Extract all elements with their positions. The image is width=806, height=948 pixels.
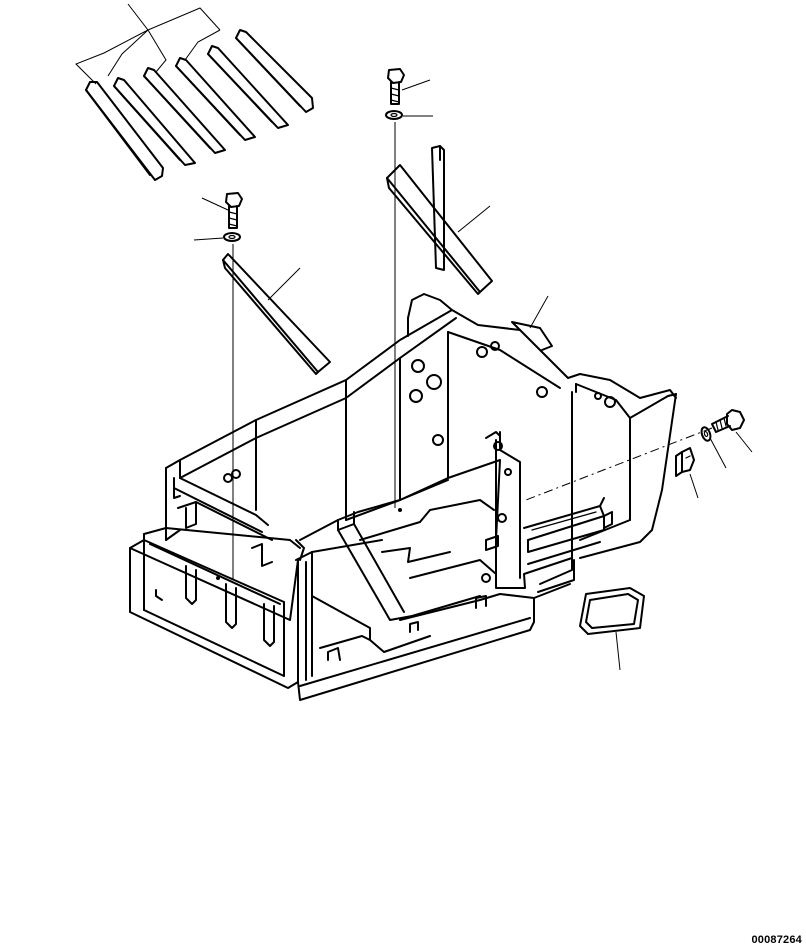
cover-plate-leaders: [75, 3, 221, 85]
drawing-id: 00087264: [751, 934, 802, 946]
bracket-left: [222, 253, 331, 375]
side-bolt-axis: [525, 427, 713, 501]
left-bolt-leader: [201, 197, 229, 211]
clip-leader: [689, 473, 699, 499]
side-washer-leader: [709, 437, 727, 469]
frame-leader: [529, 295, 549, 329]
bracket-right-leader: [457, 205, 491, 233]
side-bolt: [711, 409, 745, 433]
bracket-left-leader: [267, 267, 301, 301]
upper-bolt: [387, 68, 405, 105]
bracket-right: [386, 145, 493, 295]
cover-plate: [579, 587, 645, 635]
upper-bolt-leader: [401, 79, 431, 91]
left-bolt: [225, 192, 243, 229]
clip: [675, 447, 695, 477]
upper-washer: [385, 110, 403, 120]
side-washer: [700, 426, 712, 442]
floor-cover-plates: [85, 29, 314, 181]
left-washer: [223, 232, 241, 242]
cover-plate-leader: [615, 631, 621, 671]
side-bolt-leader: [735, 431, 753, 453]
left-washer-leader: [193, 237, 224, 241]
main-frame: [129, 293, 677, 701]
